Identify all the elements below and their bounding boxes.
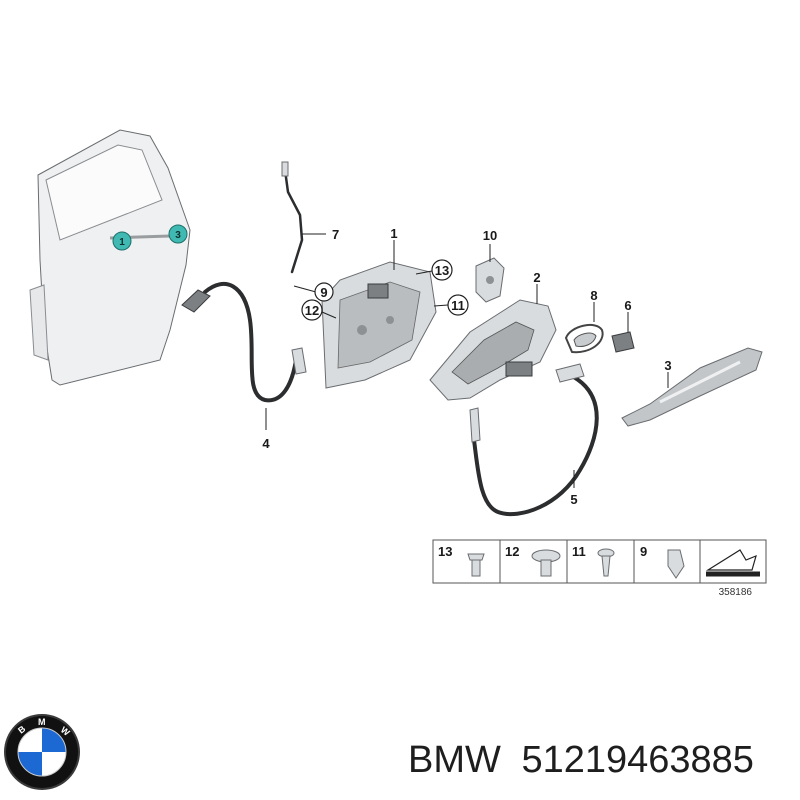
callout-12: 12 [301,299,337,321]
legend-item-11: 11 [572,544,615,577]
brand-name: BMW [408,739,501,781]
orientation-icon [705,549,760,577]
legend-label-12: 12 [505,544,519,559]
inner-release-cable [181,281,307,403]
callout-7-label: 7 [332,227,339,242]
handle-gasket [564,323,604,354]
handle-carrier [429,299,557,401]
callout-5: 5 [570,470,578,507]
callout-2: 2 [533,270,541,304]
callout-2-label: 2 [533,270,540,285]
legend-item-13: 13 [438,544,485,577]
part-number: 51219463885 [521,739,754,781]
legend-label-11: 11 [572,544,586,559]
legend-label-13: 13 [438,544,452,559]
callout-3: 3 [664,358,672,388]
door-marker-3-label: 3 [175,230,181,241]
callout-5-label: 5 [570,492,577,507]
callout-3-label: 3 [664,358,671,373]
callout-11-label: 11 [451,298,465,313]
door-lock-unit [321,261,437,389]
callout-6: 6 [624,298,632,332]
callout-11: 11 [433,294,469,316]
bmw-logo: B M W [4,714,80,790]
callout-9: 9 [293,282,334,302]
legend-label-9: 9 [640,544,647,559]
callout-13: 13 [415,259,453,281]
callout-7: 7 [302,227,339,242]
callout-1-label: 1 [390,226,397,241]
legend-item-9: 9 [640,544,685,579]
callout-6-label: 6 [624,298,631,313]
callout-1: 1 [390,226,398,270]
callout-9-label: 9 [320,285,327,300]
callout-4: 4 [262,408,270,451]
door-marker-1 [112,231,132,251]
part-caption: BMW 51219463885 [408,738,792,782]
callout-10-label: 10 [483,228,497,243]
svg-text:B: B [16,723,28,735]
door-marker-3 [168,224,188,244]
door-marker-1-label: 1 [119,237,125,248]
callout-13-label: 13 [435,263,449,278]
legend-item-12: 12 [505,544,561,577]
svg-text:M: M [38,717,46,727]
outer-door-handle [621,347,763,427]
reference-number: 358186 [719,587,753,598]
fastener-legend: 13 12 11 9 358186 [432,539,767,598]
striker [475,257,505,303]
outer-handle-cable [469,363,599,517]
callout-10: 10 [483,228,497,262]
callout-4-label: 4 [262,436,270,451]
lock-cylinder-cap [611,331,635,353]
rear-door-illustration: 1 3 [29,129,191,386]
callout-8: 8 [590,288,598,322]
callout-8-label: 8 [590,288,597,303]
lock-rod [281,161,304,274]
callout-12-label: 12 [305,303,319,318]
